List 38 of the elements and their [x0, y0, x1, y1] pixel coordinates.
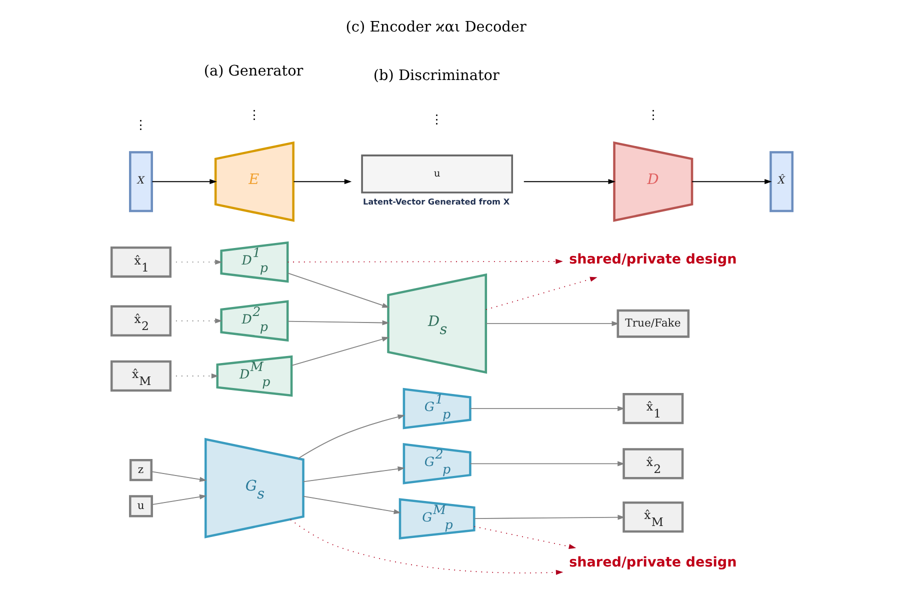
- label: ⋮: [248, 106, 261, 122]
- arrow: [151, 494, 206, 505]
- node-box: X̂: [769, 151, 794, 212]
- label: ⋮: [134, 116, 148, 132]
- arrow: [291, 336, 389, 366]
- arrow: [302, 496, 401, 514]
- node-box: z: [128, 458, 152, 482]
- arrow: [469, 461, 624, 466]
- node-box: X: [128, 151, 152, 212]
- arrow: [473, 526, 576, 549]
- arrow: [485, 276, 597, 310]
- node-box: u: [128, 495, 152, 518]
- node-box: E: [214, 141, 294, 222]
- arrow: [297, 414, 405, 459]
- arrow: [151, 179, 216, 184]
- label: ⋮: [430, 112, 444, 127]
- label: (c) Encoder ϰαι Decoder: [345, 19, 526, 36]
- arrow: [292, 179, 352, 184]
- arrow: [485, 321, 619, 326]
- node-box: True/Fake: [616, 309, 690, 338]
- arrow: [170, 373, 218, 379]
- arrow: [302, 466, 405, 482]
- label: ⋮: [646, 106, 660, 122]
- label: (a) Generator: [203, 64, 303, 80]
- arrow: [473, 514, 624, 520]
- arrow: [286, 320, 390, 326]
- arrow: [522, 179, 615, 184]
- arrow: [286, 258, 562, 264]
- node-box: D: [612, 141, 693, 222]
- node-text: shared/private design: [568, 554, 736, 570]
- node-text: shared/private design: [568, 251, 736, 268]
- label: (b) Discriminator: [372, 68, 499, 84]
- arrow: [290, 519, 563, 575]
- arrow: [150, 471, 206, 482]
- arrow: [286, 272, 389, 308]
- node-label: Latent-Vector Generated from X: [362, 196, 510, 206]
- arrow: [691, 179, 772, 184]
- arrow: [469, 406, 624, 412]
